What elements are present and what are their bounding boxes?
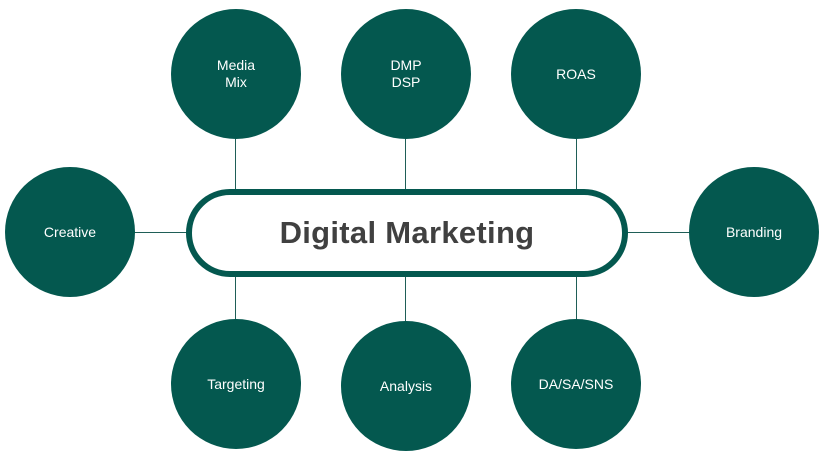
center-title: Digital Marketing — [279, 215, 535, 250]
node-dmp-dsp: DMP DSP — [341, 9, 471, 139]
node-label: DMP DSP — [390, 57, 422, 90]
node-label: Targeting — [207, 375, 265, 392]
node-branding: Branding — [689, 167, 819, 297]
connector-media-mix — [235, 139, 236, 191]
node-label: Branding — [725, 223, 783, 240]
node-label: Analysis — [379, 377, 433, 394]
node-creative: Creative — [5, 167, 135, 297]
node-label: Media Mix — [216, 57, 256, 90]
node-label: ROAS — [556, 65, 596, 82]
connector-da-sa-sns — [576, 275, 577, 320]
center-hub: Digital Marketing — [186, 189, 628, 277]
node-media-mix: Media Mix — [171, 9, 301, 139]
node-targeting: Targeting — [171, 319, 301, 449]
node-label: Creative — [43, 223, 97, 240]
connector-branding — [626, 232, 690, 233]
connector-dmp-dsp — [405, 139, 406, 191]
connector-roas — [576, 139, 577, 191]
node-roas: ROAS — [511, 9, 641, 139]
connector-analysis — [405, 275, 406, 322]
connector-creative — [134, 232, 188, 233]
node-da-sa-sns: DA/SA/SNS — [511, 319, 641, 449]
node-label: DA/SA/SNS — [538, 375, 614, 392]
node-analysis: Analysis — [341, 321, 471, 451]
connector-targeting — [235, 275, 236, 320]
